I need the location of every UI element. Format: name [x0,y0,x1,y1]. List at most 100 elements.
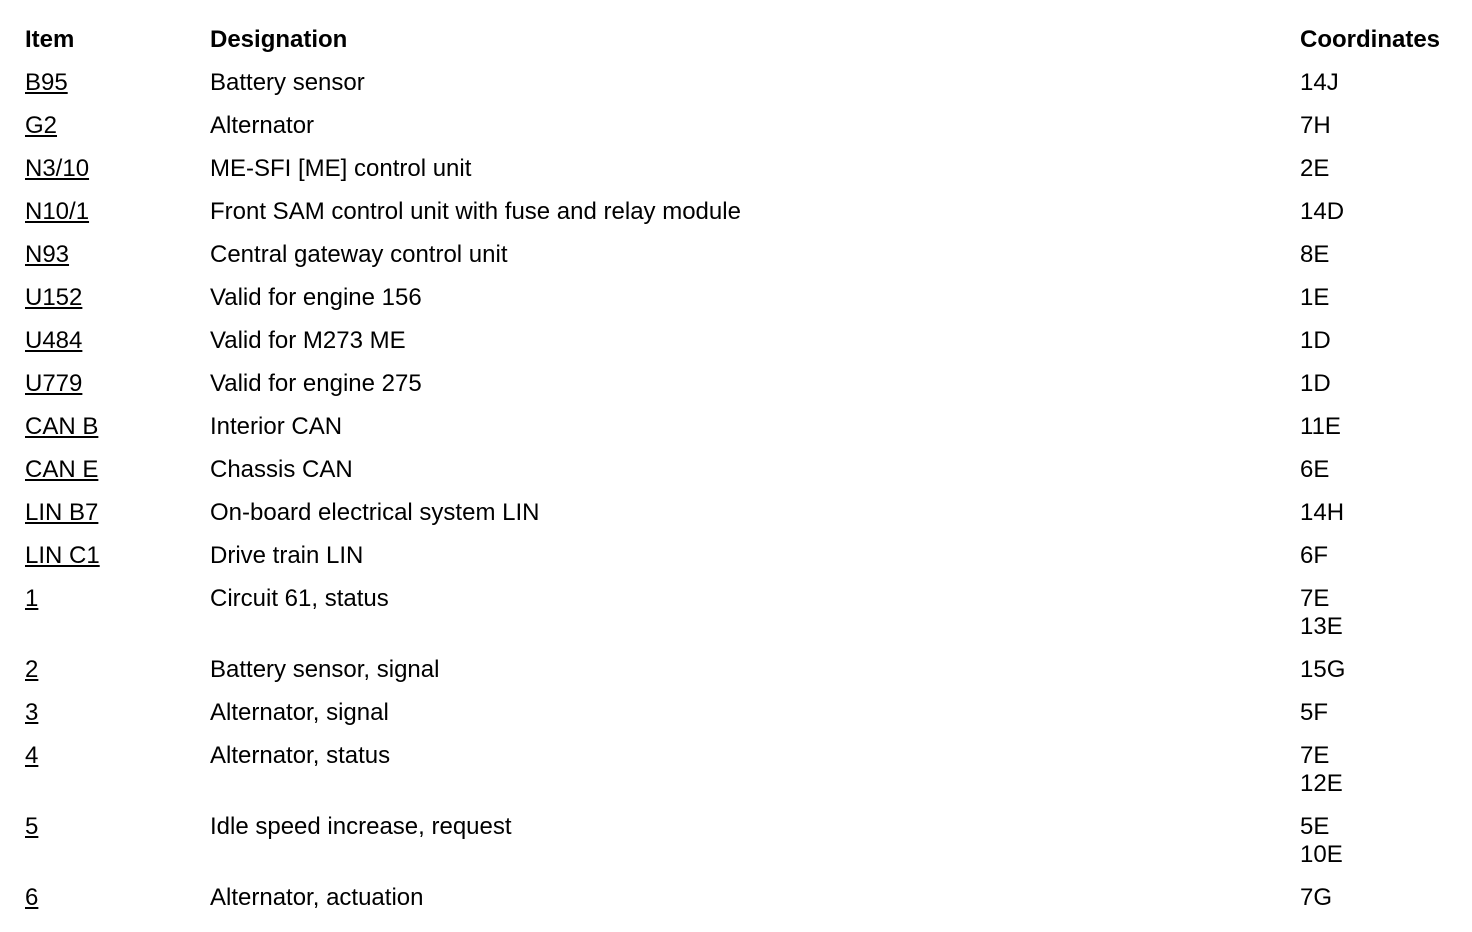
table-header-row: Item Designation Coordinates [25,26,1472,54]
designation-text: Alternator, actuation [210,884,424,911]
item-cell: 4 [25,742,210,798]
coordinate-value: 5E [1300,813,1330,840]
item-code-link[interactable]: U779 [25,370,83,397]
coordinates-text: 7G [1300,884,1472,912]
item-code-link[interactable]: 1 [25,585,39,612]
coordinate-value: 10E [1300,841,1343,868]
table-row: CAN E Chassis CAN 6E [25,456,1472,484]
item-code-link[interactable]: 4 [25,742,39,769]
table-row: CAN B Interior CAN 11E [25,413,1472,441]
item-code-link[interactable]: G2 [25,112,58,139]
coordinate-value: 1E [1300,284,1330,311]
coordinate-value: 7H [1300,112,1331,139]
item-code-link[interactable]: LIN C1 [25,542,100,569]
coordinate-value: 14D [1300,198,1345,225]
designation-text: Battery sensor [210,69,365,96]
table-row: LIN C1 Drive train LIN 6F [25,542,1472,570]
table-row: 6 Alternator, actuation 7G [25,884,1472,912]
item-cell: G2 [25,112,210,140]
table-row: G2 Alternator 7H [25,112,1472,140]
item-cell: CAN B [25,413,210,441]
designation-text: ME-SFI [ME] control unit [210,155,472,182]
item-cell: N10/1 [25,198,210,226]
item-cell: U484 [25,327,210,355]
column-header-item: Item [25,26,75,53]
table-row: U779 Valid for engine 275 1D [25,370,1472,398]
coordinates-text: 6E [1300,456,1472,484]
coordinate-value: 14H [1300,499,1345,526]
coordinates-text: 1D [1300,370,1472,398]
coordinates-text: 7H [1300,112,1472,140]
item-code-link[interactable]: N10/1 [25,198,90,225]
item-code-link[interactable]: N3/10 [25,155,90,182]
item-cell: 2 [25,656,210,684]
table-row: U152 Valid for engine 156 1E [25,284,1472,312]
item-code-link[interactable]: CAN E [25,456,99,483]
designation-text: Alternator, signal [210,699,389,726]
item-cell: CAN E [25,456,210,484]
designation-text: Chassis CAN [210,456,353,483]
item-code-link[interactable]: CAN B [25,413,99,440]
item-code-link[interactable]: U152 [25,284,83,311]
designation-text: Valid for M273 ME [210,327,406,354]
item-cell: 3 [25,699,210,727]
designation-text: Drive train LIN [210,542,364,569]
coordinates-text: 14J [1300,69,1472,97]
item-cell: U779 [25,370,210,398]
item-code-link[interactable]: LIN B7 [25,499,99,526]
designation-text: Valid for engine 156 [210,284,422,311]
coordinates-text: 1D [1300,327,1472,355]
coordinates-text: 2E [1300,155,1472,183]
item-code-link[interactable]: B95 [25,69,68,96]
item-cell: 1 [25,585,210,641]
item-cell: N93 [25,241,210,269]
column-header-designation: Designation [210,26,348,53]
table-row: B95 Battery sensor 14J [25,69,1472,97]
item-cell: 6 [25,884,210,912]
coordinate-value: 7G [1300,884,1333,911]
table-row: LIN B7 On-board electrical system LIN 14… [25,499,1472,527]
coordinate-value: 11E [1300,413,1341,440]
item-code-link[interactable]: 2 [25,656,39,683]
designation-text: Alternator, status [210,742,391,769]
designation-text: Battery sensor, signal [210,656,440,683]
coordinate-value: 13E [1300,613,1343,640]
table-row: 3 Alternator, signal 5F [25,699,1472,727]
coordinate-value: 7E [1300,585,1330,612]
table-row: N3/10 ME-SFI [ME] control unit 2E [25,155,1472,183]
coordinates-text: 14D [1300,198,1472,226]
coordinate-value: 7E [1300,742,1330,769]
designation-text: Central gateway control unit [210,241,508,268]
item-code-link[interactable]: 6 [25,884,39,911]
coordinate-value: 6F [1300,542,1329,569]
coordinate-value: 12E [1300,770,1343,797]
coordinates-text: 8E [1300,241,1472,269]
item-cell: N3/10 [25,155,210,183]
coordinates-text: 6F [1300,542,1472,570]
coordinates-text: 5F [1300,699,1472,727]
coordinate-value: 2E [1300,155,1330,182]
table-body: B95 Battery sensor 14J G2 Alternator 7H … [25,69,1472,912]
column-header-coordinates: Coordinates [1300,26,1441,53]
item-cell: LIN B7 [25,499,210,527]
table-row: N93 Central gateway control unit 8E [25,241,1472,269]
item-code-link[interactable]: N93 [25,241,70,268]
designation-text: On-board electrical system LIN [210,499,540,526]
item-code-link[interactable]: U484 [25,327,83,354]
designation-text: Front SAM control unit with fuse and rel… [210,198,741,225]
designation-text: Idle speed increase, request [210,813,512,840]
component-legend-page: Item Designation Coordinates B95 Battery… [25,26,1472,912]
coordinate-value: 6E [1300,456,1330,483]
designation-text: Valid for engine 275 [210,370,422,397]
item-cell: LIN C1 [25,542,210,570]
coordinate-value: 14J [1300,69,1339,96]
coordinate-value: 1D [1300,370,1331,397]
item-code-link[interactable]: 3 [25,699,39,726]
item-cell: B95 [25,69,210,97]
item-code-link[interactable]: 5 [25,813,39,840]
item-cell: U152 [25,284,210,312]
coordinates-text: 15G [1300,656,1472,684]
